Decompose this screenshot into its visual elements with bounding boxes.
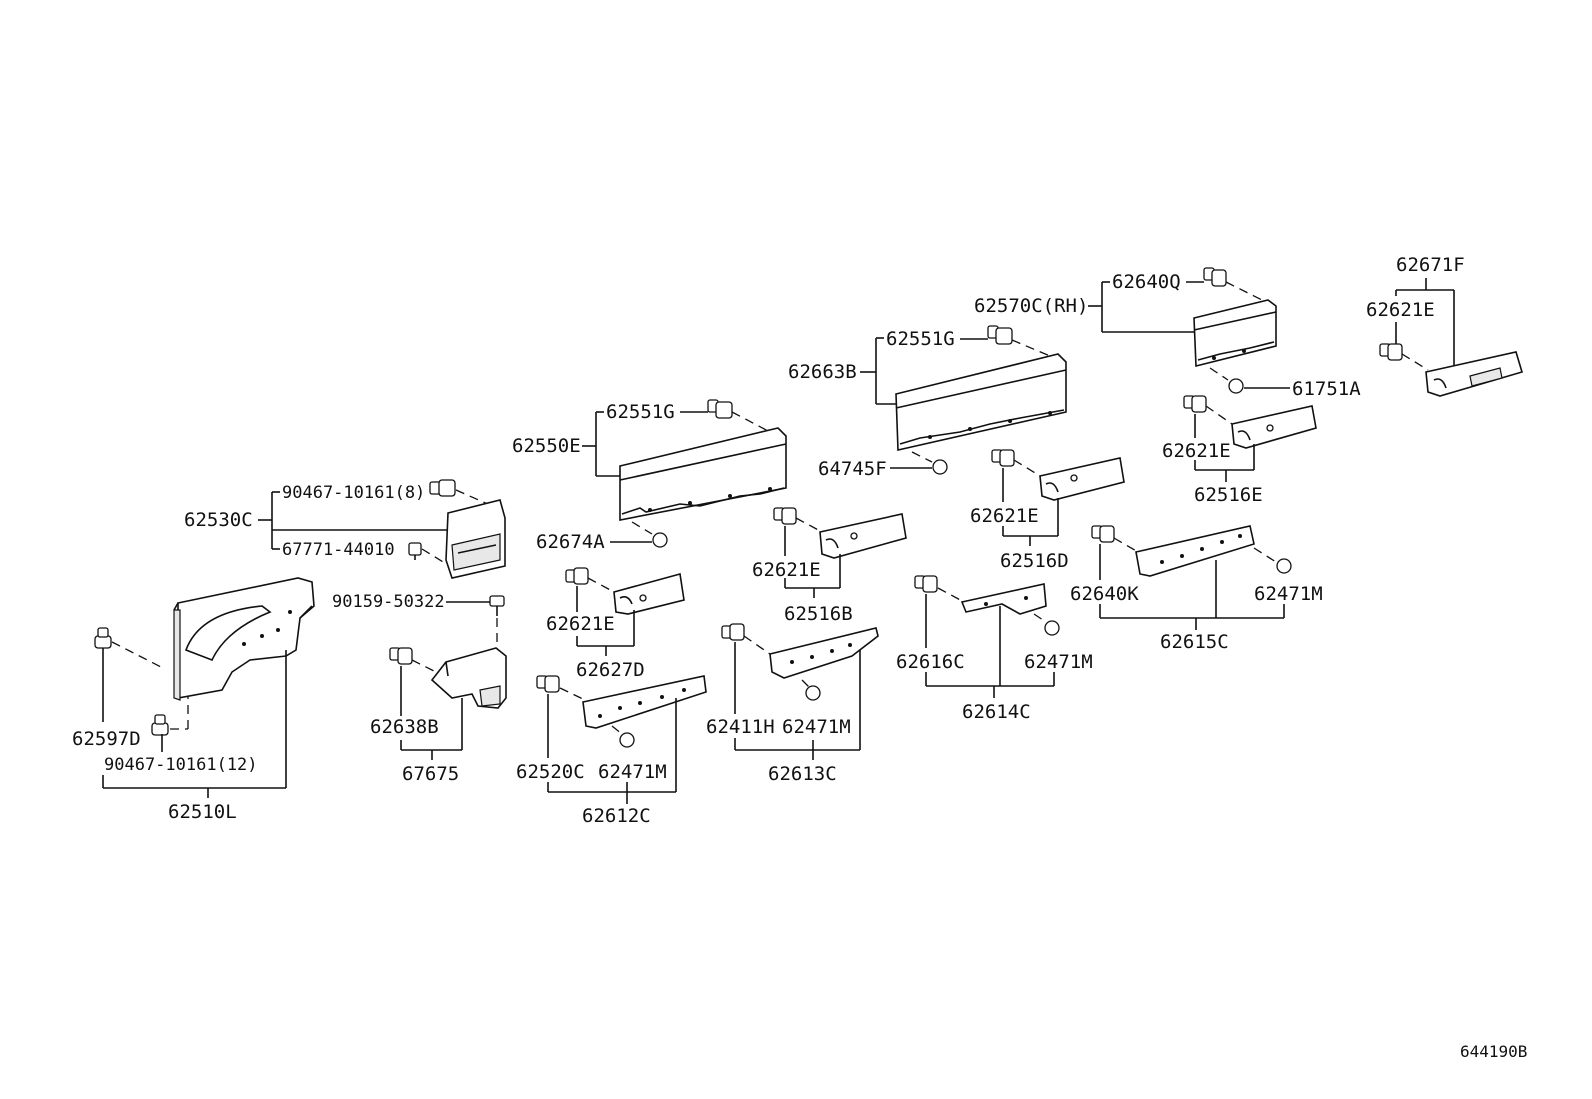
- reinforcement-62612C-icon: [582, 675, 707, 729]
- label-62520C: 62520C: [516, 761, 585, 783]
- clip-62471M-b-icon: [805, 685, 821, 701]
- label-67771-44010: 67771-44010: [282, 540, 395, 560]
- clip-64745F-icon: [932, 459, 948, 475]
- group-62615C: 62640K 62471M 62615C: [1070, 525, 1323, 653]
- group-62613C: 62411H 62471M 62613C: [706, 623, 879, 785]
- reinforcement-62615C-icon: [1135, 525, 1255, 577]
- clip-62471M-c-icon: [1044, 620, 1060, 636]
- label-62663B: 62663B: [788, 361, 857, 383]
- group-62671F: 62671F 62621E: [1366, 254, 1523, 397]
- group-62516E: 62621E 62516E: [1162, 395, 1317, 506]
- label-62627D: 62627D: [576, 659, 645, 681]
- label-62516B: 62516B: [784, 603, 853, 625]
- label-62471M-a: 62471M: [598, 761, 667, 783]
- group-62614C: 62616C 62471M 62614C: [896, 575, 1093, 723]
- label-62471M-d: 62471M: [1254, 583, 1323, 605]
- bracket-62516D-icon: [1039, 457, 1125, 501]
- group-62516D: 62621E 62516D: [970, 449, 1125, 572]
- clip-62621E-b-icon: [773, 507, 797, 525]
- clip-62471M-a-icon: [619, 732, 635, 748]
- label-62597D: 62597D: [72, 728, 141, 750]
- label-90159-50322: 90159-50322: [332, 592, 445, 612]
- clip-62621E-d-icon: [1183, 395, 1207, 413]
- group-62510L: 62597D 90467-10161(12) 62510L: [72, 577, 315, 823]
- bracket-62516E-icon: [1231, 405, 1317, 449]
- label-62613C: 62613C: [768, 763, 837, 785]
- label-62516D: 62516D: [1000, 550, 1069, 572]
- label-62411H: 62411H: [706, 716, 775, 738]
- reinforcement-62613C-icon: [769, 627, 879, 679]
- label-62674A: 62674A: [536, 531, 605, 553]
- label-64745F: 64745F: [818, 458, 887, 480]
- label-62510L: 62510L: [168, 801, 237, 823]
- label-62671F: 62671F: [1396, 254, 1465, 276]
- label-62621E-c: 62621E: [970, 505, 1039, 527]
- label-62621E-e: 62621E: [1366, 299, 1435, 321]
- clip-90467-10161-8-icon: [429, 479, 456, 497]
- label-62615C: 62615C: [1160, 631, 1229, 653]
- group-62663B: 62663B 62551G 64745F: [788, 325, 1067, 480]
- clip-62616C-icon: [914, 575, 938, 593]
- label-62621E-b: 62621E: [752, 559, 821, 581]
- clip-62621E-e-icon: [1379, 343, 1403, 361]
- clip-62674A-icon: [652, 532, 668, 548]
- reinforcement-62614C-icon: [960, 583, 1047, 615]
- clip-61751A-icon: [1228, 378, 1244, 394]
- label-62621E-d: 62621E: [1162, 440, 1231, 462]
- label-62551G-a: 62551G: [606, 401, 675, 423]
- label-62640K: 62640K: [1070, 583, 1139, 605]
- label-62640Q: 62640Q: [1112, 271, 1181, 293]
- label-90467-10161-8: 90467-10161(8): [282, 483, 425, 503]
- group-62627D: 62621E 62627D: [546, 567, 685, 681]
- label-62516E: 62516E: [1194, 484, 1263, 506]
- trim-cover-62530C-icon: [445, 499, 506, 579]
- clip-62638B-icon: [389, 647, 413, 665]
- diagram-reference-id: 644190B: [1460, 1042, 1527, 1061]
- clip-90467-10161-12-icon: [151, 714, 169, 736]
- screw-90159-50322-icon: [489, 595, 505, 616]
- group-62550E: 62550E 62551G 62674A: [512, 399, 787, 553]
- group-62516B: 62621E 62516B: [752, 507, 907, 625]
- clip-62597D-icon: [94, 627, 112, 653]
- label-62570C-RH: 62570C(RH): [974, 295, 1088, 317]
- bracket-62516B-icon: [819, 513, 907, 559]
- group-62570C: 62570C(RH) 62640Q 61751A: [974, 267, 1361, 400]
- clip-62621E-c-icon: [991, 449, 1015, 467]
- clip-62471M-d-icon: [1276, 558, 1292, 574]
- label-62621E-a: 62621E: [546, 613, 615, 635]
- label-62612C: 62612C: [582, 805, 651, 827]
- group-62612C: 62520C 62471M 62612C: [516, 675, 707, 827]
- clip-62520C-icon: [536, 675, 560, 693]
- clip-62640K-icon: [1091, 525, 1115, 543]
- group-62530C: 62530C 90467-10161(8) 67771-44010: [184, 479, 506, 579]
- bracket-67675-icon: [430, 647, 507, 709]
- clip-62551G-b-icon: [987, 325, 1013, 345]
- label-62471M-b: 62471M: [782, 716, 851, 738]
- door-trim-62570C-icon: [1193, 299, 1277, 368]
- clip-62621E-a-icon: [565, 567, 589, 585]
- door-trim-62550E-icon: [619, 427, 787, 521]
- bracket-62627D-icon: [613, 572, 685, 615]
- rear-quarter-panel-icon: [173, 577, 315, 701]
- clip-62640Q-icon: [1203, 267, 1227, 287]
- label-90467-10161-12: 90467-10161(12): [104, 755, 258, 775]
- label-62614C: 62614C: [962, 701, 1031, 723]
- label-62550E: 62550E: [512, 435, 581, 457]
- door-trim-62663B-icon: [895, 353, 1067, 451]
- clip-62411H-icon: [721, 623, 745, 641]
- label-62551G-b: 62551G: [886, 328, 955, 350]
- bracket-62671F-icon: [1425, 351, 1523, 397]
- label-62471M-c: 62471M: [1024, 651, 1093, 673]
- label-61751A: 61751A: [1292, 378, 1361, 400]
- label-67675: 67675: [402, 763, 459, 785]
- group-67675: 90159-50322 62638B 67675: [332, 592, 507, 785]
- clip-62551G-a-icon: [707, 399, 733, 419]
- label-62638B: 62638B: [370, 716, 439, 738]
- label-62616C: 62616C: [896, 651, 965, 673]
- label-62530C: 62530C: [184, 509, 253, 531]
- clip-67771-44010-icon: [408, 542, 422, 560]
